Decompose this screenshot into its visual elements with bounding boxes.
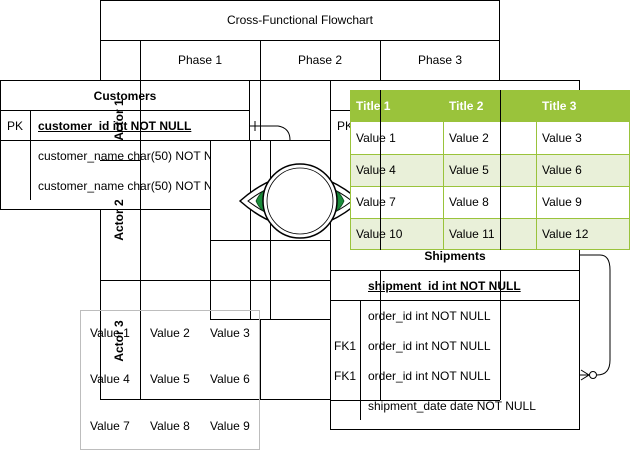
connector-optional-circle <box>589 371 597 379</box>
customers-header-divider <box>0 110 250 111</box>
flowchart-phase-divider <box>100 80 500 81</box>
phase-3-label: Phase 3 <box>417 53 463 67</box>
green-table-cell: Value 10 <box>356 227 403 241</box>
gray-table-cell: Value 3 <box>210 326 250 340</box>
phase-3-left-line-overlay <box>380 90 381 250</box>
customers-field-row: customer_name char(50) NOT NULL <box>38 149 235 163</box>
green-table-cell: Value 11 <box>449 227 495 241</box>
gray-table-cell: Value 6 <box>210 372 250 386</box>
phase-1-label: Phase 1 <box>177 53 223 67</box>
gray-table[interactable] <box>80 310 260 450</box>
shipments-field-row: order_id int NOT NULL <box>368 309 491 323</box>
shipments-pk-divider <box>330 300 580 301</box>
green-table-header <box>350 90 630 122</box>
shipments-partial-pk: PK <box>337 119 354 133</box>
shipments-field-row: shipment_date date NOT NULL <box>368 399 536 413</box>
grid-box-line <box>210 240 380 241</box>
green-table-cell: Value 1 <box>356 131 396 145</box>
customers-pk-field: customer_id int NOT NULL <box>38 119 192 133</box>
eye-shape[interactable] <box>236 158 364 244</box>
flowchart-right-border-overlay <box>500 90 501 250</box>
flowchart-right-border-overlay <box>500 270 501 400</box>
customers-shipments-connector <box>250 125 291 141</box>
grid-box-line <box>250 140 251 320</box>
grid-box-line <box>210 280 380 281</box>
green-table-line <box>350 186 630 187</box>
gray-table-cell: Value 2 <box>150 326 190 340</box>
shipments-pk-field: shipment_id int NOT NULL <box>368 279 521 293</box>
green-table-cell: Value 2 <box>449 131 489 145</box>
green-table-line <box>350 218 630 219</box>
green-table-header-cell: Title 1 <box>356 99 391 113</box>
shipments-table-title: Shipments <box>424 249 486 263</box>
gray-table-cell: Value 9 <box>210 419 250 433</box>
shipments-field-row: order_id int NOT NULL <box>368 339 491 353</box>
green-table-cell: Value 12 <box>542 227 589 241</box>
green-table-line <box>536 90 537 250</box>
shipments-fk-key: FK1 <box>334 369 357 383</box>
customers-field-row: customer_name char(50) NOT NULL <box>38 179 235 193</box>
customers-key-column-line <box>30 110 31 200</box>
eye-pupil-circle <box>262 163 338 239</box>
customers-pk-key: PK <box>7 119 24 133</box>
gray-table-cell: Value 1 <box>90 326 130 340</box>
actor-column-line <box>140 80 141 400</box>
green-table-cell: Value 7 <box>356 195 396 209</box>
phase-2-label: Phase 2 <box>297 53 343 67</box>
flowchart-title-divider <box>100 40 500 41</box>
green-table-cell: Value 5 <box>449 163 489 177</box>
green-table-cell: Value 9 <box>542 195 582 209</box>
gray-table-cell: Value 4 <box>90 372 130 386</box>
actor-lane-line <box>100 160 140 161</box>
green-table-header-cell: Title 3 <box>542 99 577 113</box>
green-table-cell: Value 8 <box>449 195 489 209</box>
phase-3-left-line-overlay <box>380 270 381 400</box>
green-table-line <box>350 154 630 155</box>
shipments-fk-key: FK1 <box>334 339 357 353</box>
green-table-cell: Value 6 <box>542 163 582 177</box>
green-table-band <box>351 154 629 186</box>
shipments-key-column-line <box>360 300 361 420</box>
shipments-field-row: order_id int NOT NULL <box>368 369 491 383</box>
green-table-cell: Value 3 <box>542 131 582 145</box>
green-table-band <box>351 218 629 249</box>
shipments-header-divider <box>330 110 350 111</box>
green-table-header-cell: Title 2 <box>449 99 484 113</box>
shipments-title-divider <box>330 270 580 271</box>
shipments-loop-connector <box>580 254 611 376</box>
flowchart-bottom-border-overlay <box>330 400 500 401</box>
gray-table-cell: Value 5 <box>150 372 190 386</box>
green-table-cell: Value 4 <box>356 163 396 177</box>
eye-pupil-inner-circle <box>266 167 334 235</box>
customers-pk-divider <box>0 140 250 141</box>
green-table-line <box>443 90 444 250</box>
gray-table-cell: Value 7 <box>90 419 130 433</box>
grid-box-line <box>270 140 271 320</box>
flowchart-title: Cross-Functional Flowchart <box>226 13 374 27</box>
gray-table-cell: Value 8 <box>150 419 190 433</box>
